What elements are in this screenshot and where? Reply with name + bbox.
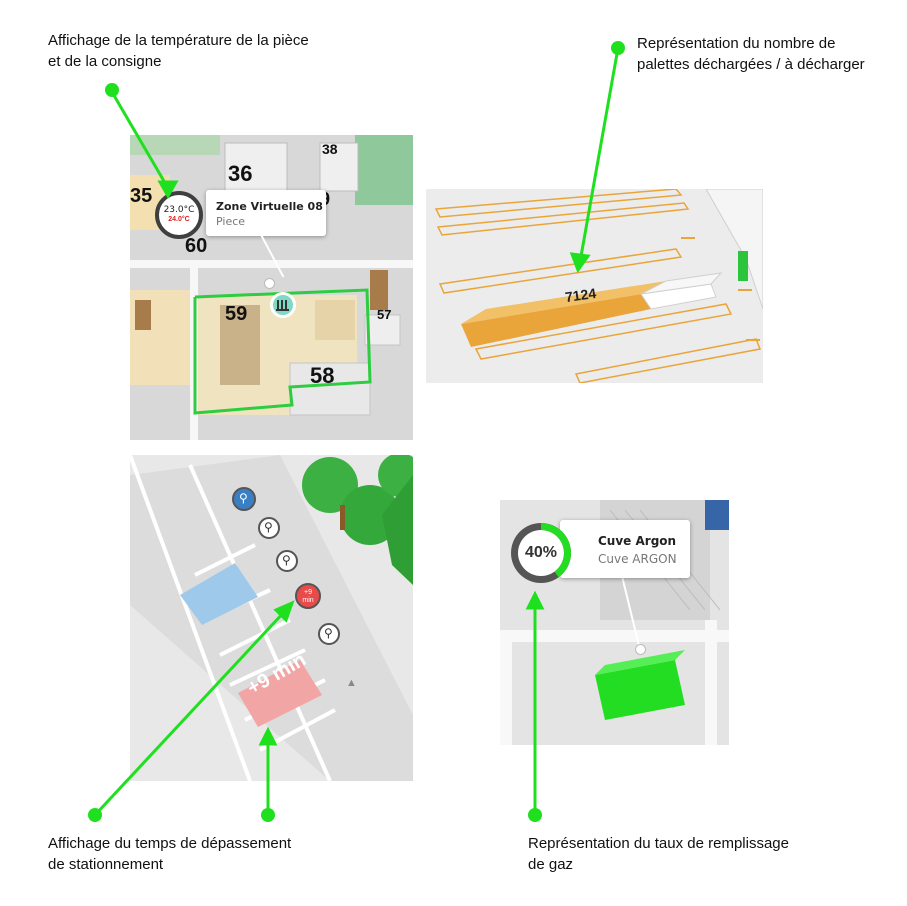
temperature-setpoint: 24.0°C — [168, 216, 190, 223]
caption-parking: Affichage du temps de dépassement de sta… — [48, 835, 292, 873]
room-number-59: 59 — [225, 303, 248, 325]
parking-sensor-icon: ⚲ — [264, 520, 273, 534]
zone-title: Zone Virtuelle 08 — [216, 200, 323, 213]
room-number-38: 38 — [322, 141, 338, 157]
tank-tooltip: Cuve Argon Cuve ARGON — [560, 520, 690, 578]
gas-fill-wedge — [541, 523, 571, 578]
parking-sensor-marker[interactable]: ⚲ — [276, 550, 298, 572]
room-number-36: 36 — [228, 161, 253, 186]
overtime-marker-value: +9 — [304, 589, 312, 596]
parking-sensor-marker[interactable]: ⚲ — [258, 517, 280, 539]
caption-gas: Représentation du taux de remplissage de… — [528, 835, 789, 873]
zone-subtitle: Piece — [216, 215, 246, 228]
radiator-marker[interactable] — [270, 292, 296, 318]
pallets-to-unload — [640, 272, 723, 310]
parking-sensor-icon: ⚲ — [324, 626, 333, 640]
room-number-35: 35 — [130, 185, 153, 207]
tank-subtitle: Cuve ARGON — [598, 552, 677, 566]
tank-title: Cuve Argon — [598, 534, 677, 548]
caption-pallets: Représentation du nombre de palettes déc… — [637, 35, 865, 73]
room-number-57: 57 — [377, 307, 392, 322]
overtime-marker[interactable]: +9 min — [295, 583, 321, 609]
parking-panel: ude Perrè +9 min ⚲ ⚲ ⚲ +9 min ⚲ ▲ — [130, 455, 413, 781]
tank-anchor-dot — [635, 644, 646, 655]
gas-fill-gauge[interactable]: 40% — [510, 522, 572, 584]
temperature-gauge[interactable]: 23.0°C 24.0°C — [155, 191, 203, 239]
gas-fill-label: 40% — [524, 544, 558, 561]
car-icon: ▲ — [346, 677, 357, 689]
room-number-58: 58 — [310, 363, 335, 388]
parking-sensor-marker-free[interactable]: ⚲ — [232, 487, 256, 511]
room-temperature: 23.0°C — [163, 205, 195, 215]
zone-tooltip: Zone Virtuelle 08 Piece — [206, 190, 326, 236]
parking-sensor-marker[interactable]: ⚲ — [318, 623, 340, 645]
parking-map — [130, 455, 413, 781]
building-panel: 36 38 35 60 59 57 58 9 23.0°C 24.0°C Zon… — [130, 135, 413, 440]
overtime-marker-unit: min — [302, 597, 314, 604]
gas-panel: Cuve Argon Cuve ARGON 40% — [500, 500, 729, 745]
pallets-unloaded — [461, 281, 666, 347]
parking-sensor-icon: ⚲ — [239, 491, 248, 505]
building-floorplan — [130, 135, 413, 440]
radiator-icon — [276, 300, 289, 311]
gas-fill-ring — [511, 523, 571, 583]
caption-temperature: Affichage de la température de la pièce … — [48, 32, 309, 70]
room-number-60: 60 — [185, 235, 208, 257]
tooltip-anchor-dot — [264, 278, 275, 289]
parking-sensor-icon: ⚲ — [282, 553, 291, 567]
warehouse-panel: 7124 — [426, 189, 763, 383]
